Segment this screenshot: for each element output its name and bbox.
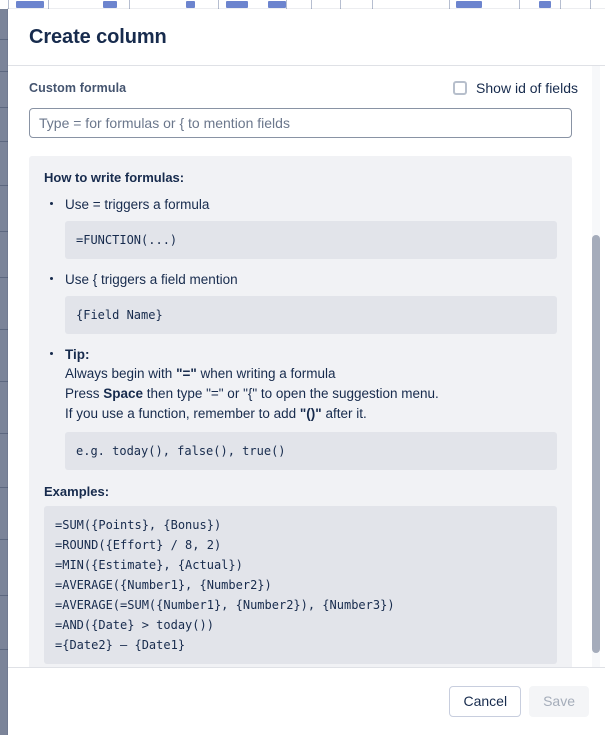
modal-header: Create column — [8, 9, 605, 66]
custom-formula-label: Custom formula — [29, 81, 127, 95]
help-item-code: {Field Name} — [65, 296, 557, 334]
background-table-rail — [0, 9, 8, 735]
help-list: Use = triggers a formula =FUNCTION(...) … — [44, 195, 557, 470]
modal-body: Custom formula Show id of fields How to … — [8, 66, 605, 667]
formula-help-panel: How to write formulas: Use = triggers a … — [29, 156, 572, 667]
background-toolbar-icon — [456, 1, 482, 8]
background-toolbar-icon — [226, 1, 248, 8]
background-toolbar-icon — [268, 1, 286, 8]
cancel-button[interactable]: Cancel — [449, 686, 522, 717]
examples-code: =SUM({Points}, {Bonus}) =ROUND({Effort} … — [44, 506, 557, 664]
tip-line-1: Always begin with "=" when writing a for… — [65, 366, 336, 381]
tip-title: Tip: — [65, 347, 90, 362]
scrollbar-thumb[interactable] — [592, 235, 600, 653]
help-heading: How to write formulas: — [44, 170, 185, 185]
custom-formula-label-row: Custom formula Show id of fields — [29, 80, 584, 96]
help-item-text: Use = triggers a formula — [65, 197, 210, 212]
background-toolbar-icon — [186, 1, 195, 8]
tip-line-3: If you use a function, remember to add "… — [65, 406, 367, 421]
show-id-of-fields-checkbox[interactable]: Show id of fields — [453, 80, 578, 96]
tip-code: e.g. today(), false(), true() — [65, 432, 557, 470]
background-toolbar-icon — [103, 1, 117, 8]
list-item-tip: Tip: Always begin with "=" when writing … — [44, 345, 557, 470]
background-toolbar-icon — [16, 1, 44, 8]
show-id-of-fields-label: Show id of fields — [476, 80, 578, 96]
help-item-code: =FUNCTION(...) — [65, 221, 557, 259]
list-item: Use { triggers a field mention {Field Na… — [44, 270, 557, 334]
page-title: Create column — [29, 25, 167, 48]
save-button[interactable]: Save — [529, 686, 589, 717]
examples-heading: Examples: — [44, 484, 110, 499]
formula-input[interactable] — [29, 108, 572, 138]
background-toolbar-icon — [539, 1, 551, 8]
create-column-modal: Create column Custom formula Show id of … — [8, 9, 605, 735]
checkbox-icon[interactable] — [453, 81, 468, 95]
help-item-text: Use { triggers a field mention — [65, 272, 238, 287]
modal-footer: Cancel Save — [8, 667, 605, 735]
list-item: Use = triggers a formula =FUNCTION(...) — [44, 195, 557, 259]
tip-line-2: Press Space then type "=" or "{" to open… — [65, 386, 439, 401]
